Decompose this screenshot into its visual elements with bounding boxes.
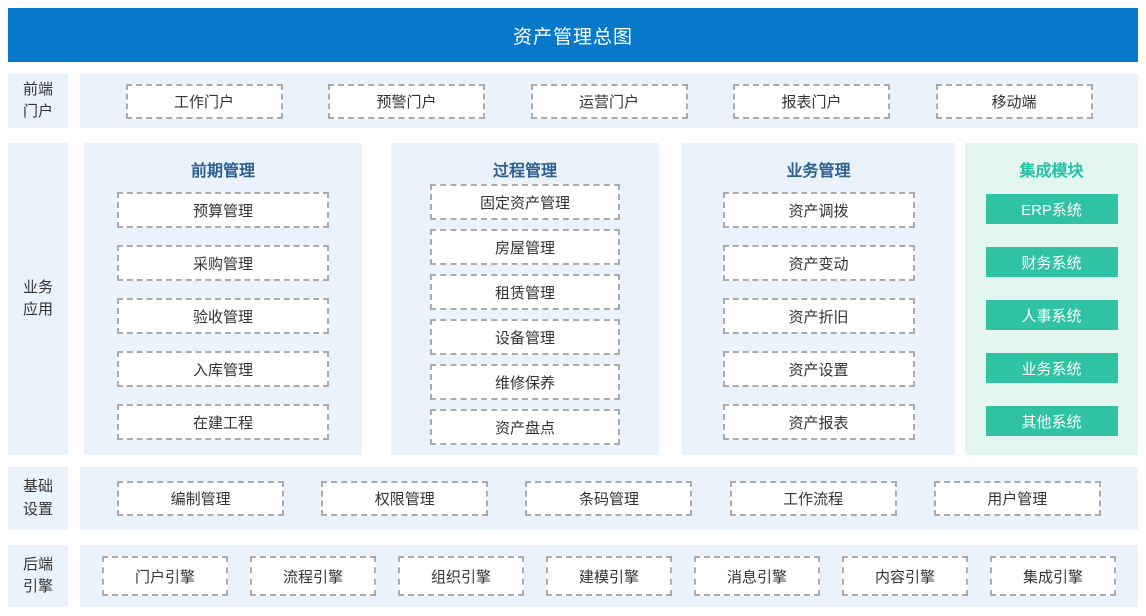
column-items: 固定资产管理 房屋管理 租赁管理 设备管理 维修保养 资产盘点 bbox=[391, 184, 659, 445]
column-title: 集成模块 bbox=[1019, 163, 1084, 180]
engine-item: 内容引擎 bbox=[842, 556, 968, 596]
engine-item: 门户引擎 bbox=[102, 556, 228, 596]
column-title: 过程管理 bbox=[492, 163, 557, 180]
module-item: 验收管理 bbox=[117, 298, 329, 334]
setting-item: 工作流程 bbox=[729, 481, 897, 516]
integration-system-item: 财务系统 bbox=[985, 247, 1118, 277]
column-items: 资产调拨 资产变动 资产折旧 资产设置 资产报表 bbox=[682, 192, 955, 440]
backend-engine-row: 门户引擎 流程引擎 组织引擎 建模引擎 消息引擎 内容引擎 集成引擎 bbox=[80, 545, 1138, 607]
module-item: 租赁管理 bbox=[430, 274, 620, 310]
portal-item: 移动端 bbox=[935, 83, 1093, 119]
module-item: 维修保养 bbox=[430, 364, 620, 400]
row-label-frontend-portal: 前端门户 bbox=[8, 74, 68, 128]
column-integration-modules: 集成模块 ERP系统 财务系统 人事系统 业务系统 其他系统 bbox=[965, 143, 1138, 455]
column-title: 前期管理 bbox=[190, 163, 255, 180]
column-business-management: 业务管理 资产调拨 资产变动 资产折旧 资产设置 资产报表 bbox=[682, 143, 955, 455]
column-process-management: 过程管理 固定资产管理 房屋管理 租赁管理 设备管理 维修保养 资产盘点 bbox=[391, 143, 659, 455]
row-label-text: 业务应用 bbox=[23, 278, 54, 319]
module-item: 房屋管理 bbox=[430, 229, 620, 265]
integration-system-item: 业务系统 bbox=[985, 353, 1118, 383]
module-item: 预算管理 bbox=[117, 192, 329, 228]
row-label-backend-engine: 后端引擎 bbox=[8, 545, 68, 607]
setting-item: 条码管理 bbox=[525, 481, 693, 516]
integration-system-item: 其他系统 bbox=[985, 406, 1118, 436]
module-item: 固定资产管理 bbox=[430, 184, 620, 220]
module-item: 资产变动 bbox=[722, 245, 915, 281]
column-items: ERP系统 财务系统 人事系统 业务系统 其他系统 bbox=[965, 194, 1138, 436]
column-early-management: 前期管理 预算管理 采购管理 验收管理 入库管理 在建工程 bbox=[84, 143, 362, 455]
module-item: 资产设置 bbox=[722, 351, 915, 387]
column-items: 预算管理 采购管理 验收管理 入库管理 在建工程 bbox=[84, 192, 362, 440]
row-label-text: 前端门户 bbox=[23, 80, 54, 121]
row-label-text: 基础设置 bbox=[23, 478, 54, 518]
module-item: 资产报表 bbox=[722, 404, 915, 440]
engine-item: 集成引擎 bbox=[990, 556, 1116, 596]
setting-item: 编制管理 bbox=[117, 481, 285, 516]
setting-item: 用户管理 bbox=[933, 481, 1101, 516]
module-item: 入库管理 bbox=[117, 351, 329, 387]
engine-item: 组织引擎 bbox=[398, 556, 524, 596]
row-label-text: 后端引擎 bbox=[23, 555, 54, 596]
integration-system-item: 人事系统 bbox=[985, 300, 1118, 330]
engine-item: 流程引擎 bbox=[250, 556, 376, 596]
module-item: 设备管理 bbox=[430, 319, 620, 355]
module-item: 资产盘点 bbox=[430, 409, 620, 445]
column-title: 业务管理 bbox=[786, 163, 851, 180]
integration-system-item: ERP系统 bbox=[985, 194, 1118, 224]
portal-item: 报表门户 bbox=[733, 83, 890, 119]
page-title: 资产管理总图 bbox=[8, 8, 1138, 62]
portal-item: 工作门户 bbox=[125, 83, 283, 119]
module-item: 采购管理 bbox=[117, 245, 329, 281]
module-item: 在建工程 bbox=[117, 404, 329, 440]
setting-item: 权限管理 bbox=[321, 481, 489, 516]
row-label-business-application: 业务应用 bbox=[8, 143, 68, 455]
portal-item: 预警门户 bbox=[328, 83, 485, 119]
engine-item: 消息引擎 bbox=[694, 556, 820, 596]
basic-settings-row: 编制管理 权限管理 条码管理 工作流程 用户管理 bbox=[80, 467, 1138, 530]
portal-item: 运营门户 bbox=[530, 83, 688, 119]
row-label-basic-settings: 基础设置 bbox=[8, 467, 68, 530]
engine-item: 建模引擎 bbox=[546, 556, 672, 596]
module-item: 资产折旧 bbox=[722, 298, 915, 334]
frontend-portal-row: 工作门户 预警门户 运营门户 报表门户 移动端 bbox=[80, 74, 1138, 128]
module-item: 资产调拨 bbox=[722, 192, 915, 228]
